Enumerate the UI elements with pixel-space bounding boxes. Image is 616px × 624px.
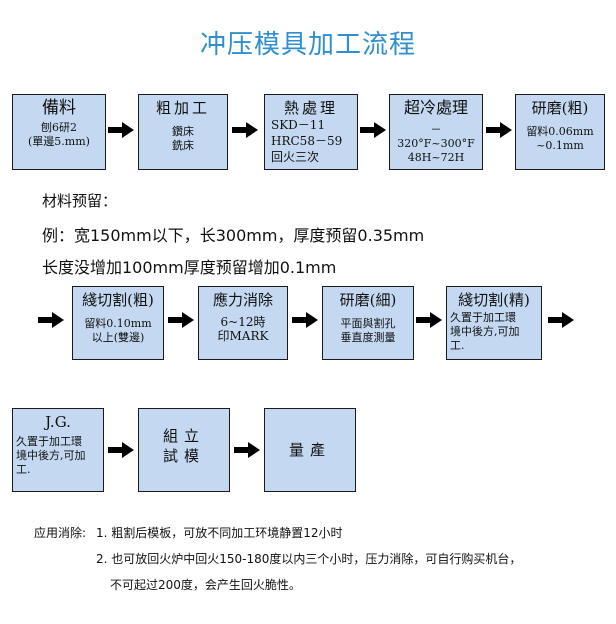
step-detail: 試模	[162, 447, 205, 465]
footer-note: 2. 也可放回火炉中回火150-180度以内三个小时，压力消除，可自行购买机台，	[96, 552, 522, 566]
step-title: 組立	[162, 427, 205, 445]
step-title: 超冷處理	[403, 98, 468, 117]
step-detail: 久置于加工環	[16, 435, 82, 448]
arrow-right-icon	[38, 312, 64, 328]
step-detail: 工.	[16, 463, 31, 476]
step-detail: ~0.1mm	[536, 139, 584, 152]
step-detail: 境中後方,可加	[450, 325, 520, 338]
step-detail: 留料0.06mm	[526, 125, 594, 138]
step-assembly-trial: 組立 試模	[138, 408, 230, 492]
step-detail: 垂直度測量	[340, 331, 396, 344]
step-detail: 平面與割孔	[340, 317, 396, 330]
step-title: 熱處理	[283, 99, 338, 117]
step-detail: 刨6研2	[41, 121, 77, 134]
footer-note: 1. 粗割后模板，可放不同加工环境静置12小时	[96, 526, 343, 540]
material-note-line: 长度没增加100mm厚度预留增加0.1mm	[42, 258, 337, 277]
material-note-heading: 材料预留：	[42, 192, 118, 210]
step-title: 粗加工	[155, 99, 210, 117]
step-cryogenic-treatment: 超冷處理 －320°F~300°F 48H~72H	[389, 94, 483, 170]
step-title: 研磨(細)	[339, 291, 397, 309]
step-stock-prep: 備料 刨6研2 (單邊5.mm)	[12, 94, 106, 170]
arrow-right-icon	[486, 122, 512, 138]
step-title: 研磨(粗)	[531, 99, 589, 117]
step-title: 備料	[42, 98, 76, 118]
step-rough-grinding: 研磨(粗) 留料0.06mm ~0.1mm	[515, 94, 605, 170]
page-title: 冲压模具加工流程	[199, 30, 416, 60]
arrow-right-icon	[234, 442, 260, 458]
step-detail: 以上(雙邊)	[91, 331, 145, 344]
material-note-line: 例：宽150mm以下，长300mm，厚度预留0.35mm	[42, 226, 425, 245]
step-jg: J.G. 久置于加工環 境中後方,可加 工.	[12, 408, 104, 492]
step-title: 應力消除	[212, 291, 273, 309]
step-fine-grinding: 研磨(細) 平面與割孔 垂直度測量	[322, 286, 414, 360]
arrow-right-icon	[168, 312, 194, 328]
step-detail: HRC58－59	[271, 134, 343, 148]
step-mass-production: 量產	[264, 408, 356, 492]
arrow-right-icon	[416, 312, 442, 328]
arrow-right-icon	[232, 122, 258, 138]
step-detail: SKD－11	[271, 118, 326, 132]
step-title: J.G.	[45, 413, 71, 431]
step-detail: (單邊5.mm)	[28, 135, 90, 148]
step-wire-cut-fine: 綫切割(精) 久置于加工環 境中後方,可加 工.	[446, 286, 542, 360]
step-detail: 工.	[450, 339, 465, 352]
step-stress-relief: 應力消除 6~12時 印MARK	[198, 286, 288, 360]
step-detail: 境中後方,可加	[16, 449, 86, 462]
footer-note: 不可起过200度，会产生回火脆性。	[110, 578, 301, 592]
step-detail: 久置于加工環	[450, 311, 516, 324]
arrow-right-icon	[360, 122, 386, 138]
step-title: 綫切割(精)	[458, 291, 530, 309]
arrow-right-icon	[108, 442, 134, 458]
step-detail: 6~12時	[220, 315, 266, 329]
step-rough-machining: 粗加工 鑽床 銑床	[138, 94, 228, 170]
arrow-right-icon	[292, 312, 318, 328]
step-detail: －320°F~300°F	[397, 123, 475, 150]
footer-label: 应用消除:	[34, 526, 87, 540]
arrow-right-icon	[548, 312, 574, 328]
arrow-right-icon	[108, 122, 134, 138]
step-wire-cut-rough: 綫切割(粗) 留料0.10mm 以上(雙邊)	[72, 286, 164, 360]
step-detail: 回火三次	[271, 150, 320, 164]
step-detail: 銑床	[172, 139, 194, 152]
step-title: 綫切割(粗)	[82, 291, 154, 309]
step-title: 量產	[288, 441, 331, 459]
step-detail: 留料0.10mm	[84, 317, 152, 330]
step-detail: 鑽床	[172, 125, 194, 138]
step-detail: 48H~72H	[407, 151, 465, 164]
step-detail: 印MARK	[217, 329, 269, 343]
step-heat-treatment: 熱處理 SKD－11 HRC58－59 回火三次	[264, 94, 358, 170]
